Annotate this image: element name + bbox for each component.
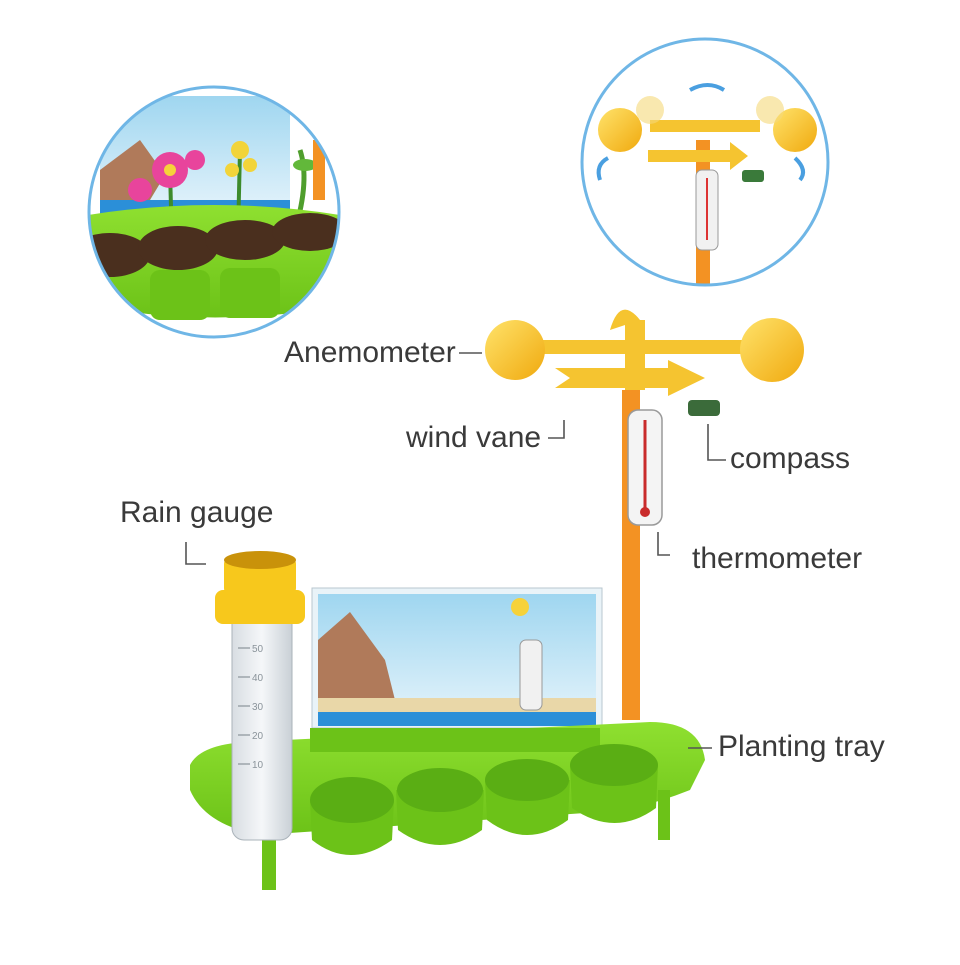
label-planting-tray: Planting tray <box>718 730 885 763</box>
inset-border <box>580 37 830 287</box>
label-wind-vane: wind vane <box>406 421 542 454</box>
rain-gauge-tube: 50 40 30 20 10 <box>215 551 305 841</box>
label-compass: compass <box>730 442 851 475</box>
planting-cup <box>310 777 394 855</box>
gauge-tick-label: 20 <box>252 731 264 742</box>
anemometer-device <box>485 309 804 390</box>
planting-cup <box>570 744 658 823</box>
planting-cup <box>485 759 570 835</box>
rain-gauge-scale: 50 40 30 20 10 <box>238 644 264 771</box>
gauge-tick-label: 50 <box>252 644 264 655</box>
label-anemometer: Anemometer <box>284 336 456 369</box>
planting-cup <box>396 768 484 845</box>
gauge-tick-label: 40 <box>252 673 264 684</box>
thermometer-unit <box>627 409 663 526</box>
water-cycle-panel <box>311 587 603 729</box>
flower-plant <box>128 150 205 246</box>
anemometer-detail-inset <box>580 37 830 287</box>
label-rain-gauge: Rain gauge <box>120 496 274 529</box>
planting-detail-inset <box>87 85 341 339</box>
compass-device <box>688 400 720 416</box>
gauge-tick-label: 30 <box>252 702 264 713</box>
inset-border <box>87 85 341 339</box>
label-thermometer: thermometer <box>692 542 863 575</box>
gauge-tick-label: 10 <box>252 760 264 771</box>
leader-lines <box>185 352 726 749</box>
